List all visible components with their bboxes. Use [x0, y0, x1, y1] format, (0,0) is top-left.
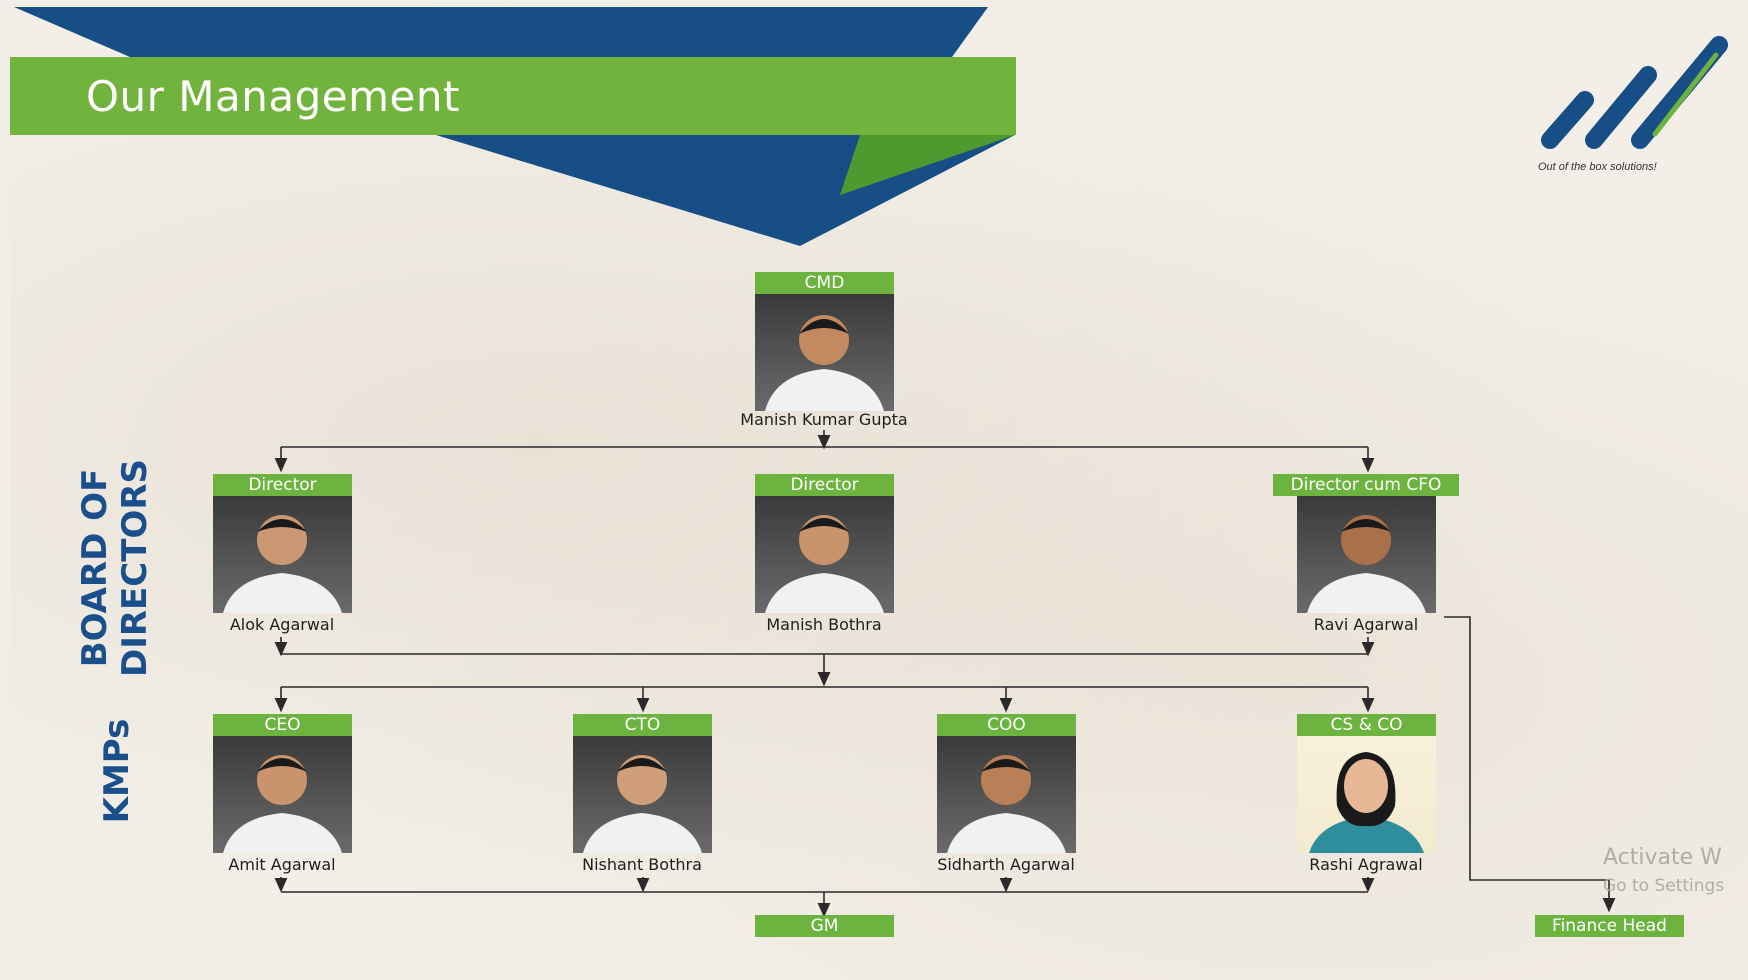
board-of-directors-label: BOARD OF DIRECTORS [75, 459, 155, 677]
photo-director-cfo [1297, 496, 1436, 613]
role-label-cmd: CMD [755, 272, 894, 294]
person-name-ceo: Amit Agarwal [228, 855, 336, 874]
role-label-director-2: Director [755, 474, 894, 496]
finance-head-node: Finance Head [1535, 915, 1684, 937]
gm-node: GM [755, 915, 894, 937]
role-label-ceo: CEO [213, 714, 352, 736]
page-title: Our Management [86, 72, 460, 121]
photo-cmd [755, 294, 894, 411]
person-name-cmd: Manish Kumar Gupta [740, 410, 908, 429]
photo-cto [573, 736, 712, 853]
person-name-director-cfo: Ravi Agarwal [1313, 615, 1419, 634]
person-portrait-icon [223, 755, 342, 853]
activate-windows-watermark: Activate W [1603, 845, 1722, 870]
person-name-cto: Nishant Bothra [582, 855, 702, 874]
role-label-director-1: Director [213, 474, 352, 496]
person-name-director-1: Alok Agarwal [229, 615, 335, 634]
person-name-cs-co: Rashi Agrawal [1309, 855, 1423, 874]
role-label-cs-co: CS & CO [1297, 714, 1436, 736]
role-label-cto: CTO [573, 714, 712, 736]
role-label-director-cfo: Director cum CFO [1273, 474, 1459, 496]
person-portrait-icon [1307, 515, 1426, 613]
role-label-coo: COO [937, 714, 1076, 736]
person-portrait-icon [1309, 752, 1424, 853]
person-name-director-2: Manish Bothra [766, 615, 882, 634]
person-name-coo: Sidharth Agarwal [937, 855, 1075, 874]
photo-coo [937, 736, 1076, 853]
person-portrait-icon [765, 315, 884, 411]
photo-ceo [213, 736, 352, 853]
photo-director-2 [755, 496, 894, 613]
photo-director-1 [213, 496, 352, 613]
go-to-settings-watermark: Go to Settings [1603, 876, 1725, 896]
photo-cs-co [1297, 736, 1436, 853]
person-portrait-icon [223, 515, 342, 613]
person-portrait-icon [765, 515, 884, 613]
logo-tagline: Out of the box solutions! [1538, 161, 1657, 173]
person-portrait-icon [947, 755, 1066, 853]
kmps-label: KMPs [97, 718, 137, 824]
person-portrait-icon [583, 755, 702, 853]
